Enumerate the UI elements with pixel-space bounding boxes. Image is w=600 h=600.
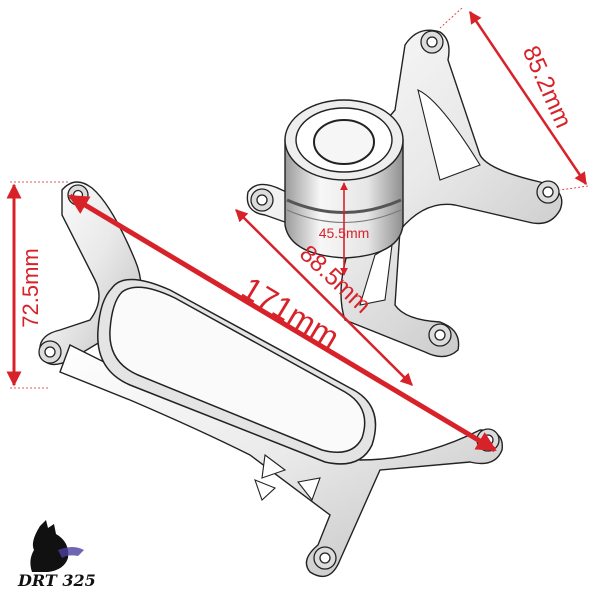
logo-text: DRT 325 (17, 571, 96, 590)
dim-line-bracket-height (468, 10, 588, 186)
horse-head-icon (30, 520, 69, 572)
label-height-left: 72.5mm (18, 248, 43, 327)
dim-line-bracket-width (235, 209, 413, 386)
lower-bracket-cutouts (254, 453, 321, 502)
brand-logo: DRT 325 (17, 520, 96, 590)
label-puck-diameter: 45.5mm (319, 225, 370, 241)
label-bracket-height: 85.2mm (517, 42, 577, 132)
dimension-lines (6, 7, 589, 453)
